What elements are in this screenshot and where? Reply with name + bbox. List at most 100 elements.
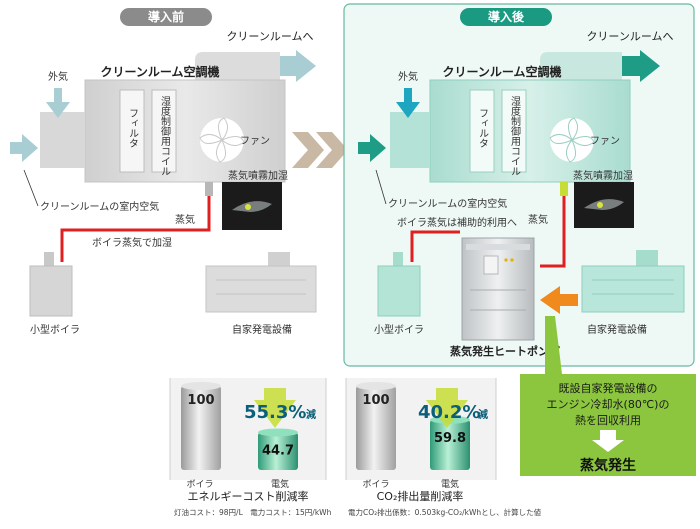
co2-bar-electric [430, 419, 470, 470]
before-fan-icon [199, 117, 245, 163]
co2-reduction-suffix: 減 [478, 408, 488, 421]
after-spray-label: 蒸気噴霧加湿 [573, 169, 633, 182]
before-fan-label: ファン [240, 136, 270, 147]
cost-bar-top-0 [181, 382, 221, 390]
cost-bar-top-1 [258, 428, 298, 437]
before-steam-line [60, 196, 211, 262]
cost-reduction-arrow-icon [254, 388, 296, 428]
after-intake-arrow-icon [358, 134, 386, 162]
before-filter [119, 89, 145, 173]
after-intake-duct [390, 112, 430, 168]
after-spray-nozzle-dot [597, 202, 603, 208]
before-steam-label: 蒸気 [175, 213, 195, 226]
co2-chart: 100 59.8 40.2% 減 ボイラ 電気 CO₂排出量削減率 [345, 378, 497, 503]
co2-bar-boiler [356, 386, 396, 470]
before-outside-air-arrow-icon [46, 88, 70, 118]
cost-bar-value-1: 44.7 [262, 443, 294, 458]
callout-line3: 熱を回収利用 [575, 414, 641, 427]
before-indoor-air-label: クリーンルームの室内空気 [40, 200, 159, 213]
before-outlet-duct [195, 52, 280, 80]
co2-caption: CO₂排出量削減率 [377, 489, 464, 503]
after-boiler-note: ボイラ蒸気は補助的利用へ [397, 216, 517, 229]
before-boiler-note: ボイラ蒸気で加湿 [92, 236, 172, 249]
after-generator-label: 自家発電設備 [587, 323, 647, 336]
after-spray-mist [584, 199, 624, 210]
co2-right-category: 電気 [441, 478, 459, 490]
after-coil-label: 湿度制御用コイル [509, 96, 521, 176]
before-ahu-body [84, 79, 286, 183]
before-to-cleanroom-label: クリーンルームへ [226, 30, 313, 43]
after-boiler [377, 252, 421, 317]
callout-down-arrow-icon [592, 430, 624, 452]
before-intake-duct [40, 112, 85, 168]
before-spray-mist [232, 201, 272, 212]
before-badge [120, 8, 212, 26]
co2-chart-bars: 100 59.8 [356, 382, 470, 470]
after-fan-icon [549, 117, 595, 163]
footnote-cost: 灯油コスト：98円/L 電力コスト：15円/kWh [174, 507, 332, 517]
co2-reduction-value: 40.2% [418, 402, 480, 423]
footnote-co2: 電力CO₂排出係数：0.503kg-CO₂/kWhとし、計算した値 [348, 507, 542, 517]
callout-pointer [545, 316, 562, 374]
cost-bar-boiler [181, 386, 221, 470]
callout-box [520, 374, 696, 476]
heat-recovery-arrow-icon [540, 286, 578, 314]
after-section: 導入後 クリーンルームへ クリーンルーム空調機 外気 フィルタ 湿度制御用コイル… [343, 3, 695, 367]
heat-recovery-callout: 既設自家発電設備の エンジン冷却水(80℃)の 熱を回収利用 蒸気発生 [520, 316, 696, 476]
before-generator [205, 252, 317, 313]
co2-bar-top-0 [356, 382, 396, 390]
before-section: 導入前 クリーンルームへ クリーンルーム空調機 外気 フィルタ 湿度制御用コイル… [10, 8, 317, 336]
after-heatpump-label: 蒸気発生ヒートポンプ [450, 344, 561, 358]
after-outside-air-arrow-icon [396, 88, 420, 118]
callout-line1: 既設自家発電設備の [559, 381, 658, 395]
before-outlet-arrow-icon [280, 50, 316, 82]
before-spray-label: 蒸気噴霧加湿 [228, 169, 288, 182]
before-outside-air-label: 外気 [48, 70, 68, 83]
after-steam-line-boiler [410, 230, 460, 262]
callout-line2: エンジン冷却水(80℃)の [547, 398, 670, 411]
after-indoor-air-label: クリーンルームの室内空気 [388, 197, 507, 210]
before-intake-arrow-icon [10, 134, 38, 162]
before-boiler-label: 小型ボイラ [30, 323, 80, 336]
before-unit-title: クリーンルーム空調機 [100, 64, 219, 79]
before-generator-label: 自家発電設備 [232, 323, 292, 336]
after-ahu-body [429, 79, 631, 183]
after-steam-line-heatpump [540, 196, 566, 268]
after-filter [469, 89, 495, 173]
co2-left-category: ボイラ [362, 479, 389, 490]
after-outlet-arrow-icon [622, 50, 660, 82]
transition-arrows-icon [292, 132, 348, 168]
co2-bar-value-1: 59.8 [434, 431, 466, 446]
after-coil [501, 89, 527, 173]
callout-result: 蒸気発生 [580, 457, 636, 474]
after-badge [460, 8, 552, 26]
after-filter-label: フィルタ [477, 108, 489, 148]
after-badge-label: 導入後 [488, 9, 525, 24]
after-fan-label: ファン [590, 136, 620, 147]
after-nozzle [560, 182, 568, 196]
co2-bar-value-0: 100 [362, 393, 389, 408]
cost-right-category: 電気 [271, 478, 289, 490]
before-spray-nozzle-dot [245, 204, 251, 210]
after-boiler-label: 小型ボイラ [374, 323, 424, 336]
cost-caption: エネルギーコスト削減率 [188, 489, 309, 503]
after-unit-title: クリーンルーム空調機 [442, 64, 561, 79]
before-nozzle [205, 182, 213, 196]
after-heatpump [461, 237, 535, 341]
before-coil [151, 89, 177, 173]
cost-bar-value-0: 100 [187, 393, 214, 408]
after-outside-air-label: 外気 [398, 70, 418, 83]
cost-reduction-suffix: 減 [306, 408, 316, 421]
after-outlet-duct [540, 52, 622, 80]
before-filter-label: フィルタ [127, 108, 139, 148]
cost-bar-electric [258, 432, 298, 470]
before-badge-label: 導入前 [148, 9, 184, 24]
after-generator [581, 250, 685, 313]
before-boiler [29, 252, 73, 317]
after-to-cleanroom-label: クリーンルームへ [586, 30, 673, 43]
cost-left-category: ボイラ [186, 479, 213, 490]
cost-chart-bars: 100 44.7 [181, 382, 298, 470]
